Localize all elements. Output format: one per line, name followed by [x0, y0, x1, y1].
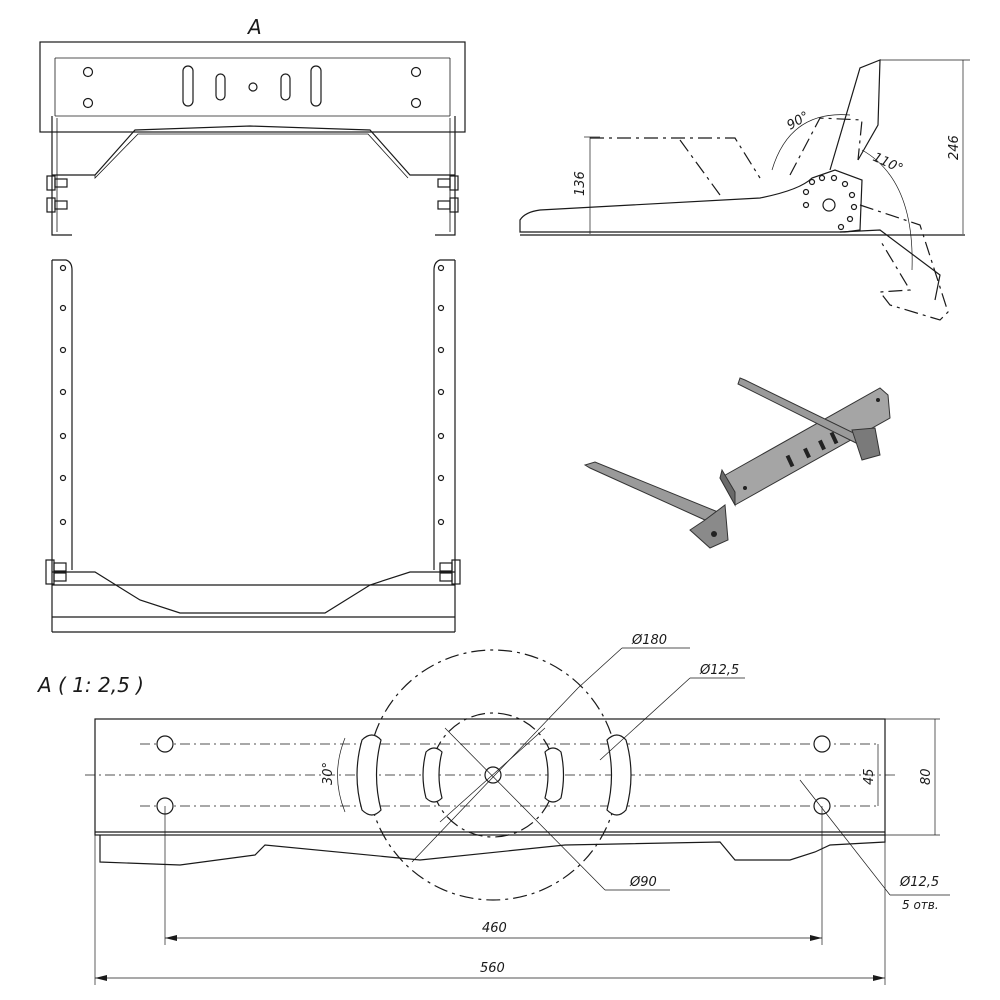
corner-hole: [156, 735, 174, 753]
frame-holes-left: [59, 264, 67, 526]
frame-front-view: [45, 259, 461, 633]
slot: [280, 73, 291, 101]
bolt-cluster-lower-left: [45, 559, 67, 585]
dim-80: 80: [919, 768, 934, 785]
dim-d180: Ø180: [631, 633, 667, 648]
angle-30: 30°: [321, 762, 336, 785]
side-view: 136 246 90° 110°: [519, 59, 970, 321]
arc-slot: [606, 734, 632, 816]
corner-hole: [813, 735, 831, 753]
dim-d90: Ø90: [629, 875, 657, 890]
slot: [215, 73, 226, 101]
arc-slot: [544, 747, 565, 803]
bolt-cluster-left: [46, 175, 68, 213]
detail-label: A ( 1: 2,5 ): [36, 673, 144, 697]
detail-plate: [94, 718, 886, 836]
arc-slot: [422, 747, 443, 803]
bolt-cluster-right: [437, 175, 459, 213]
dim-460: 460: [482, 921, 507, 936]
detail-view-a: A ( 1: 2,5 ) Ø180 Ø12,5 Ø90 Ø12,5 5 о: [36, 633, 950, 985]
arc-slot: [356, 734, 382, 816]
dim-d12-5-top: Ø12,5: [699, 663, 739, 678]
frame-holes-right: [437, 264, 445, 526]
bolt-cluster-lower-right: [439, 559, 461, 585]
pivot-disc: [802, 174, 858, 231]
dim-560: 560: [480, 961, 505, 976]
top-view-a: A: [39, 15, 466, 236]
mount-hole: [410, 66, 422, 78]
mount-hole: [410, 97, 422, 109]
slot: [182, 65, 194, 107]
dim-45: 45: [862, 768, 877, 785]
slot: [310, 65, 322, 107]
mount-hole: [82, 97, 94, 109]
mount-hole: [82, 66, 94, 78]
angle-110: 110°: [870, 150, 905, 177]
dim-136: 136: [573, 171, 588, 196]
dim-d12-5-bottom: Ø12,5: [899, 875, 939, 890]
center-hole: [248, 82, 258, 92]
view-label-a: A: [246, 15, 262, 39]
holes-note: 5 отв.: [902, 898, 939, 912]
dim-246: 246: [947, 135, 962, 160]
top-plate-outline: [39, 41, 466, 133]
isometric-render: [583, 377, 891, 549]
angle-90: 90°: [785, 109, 812, 134]
